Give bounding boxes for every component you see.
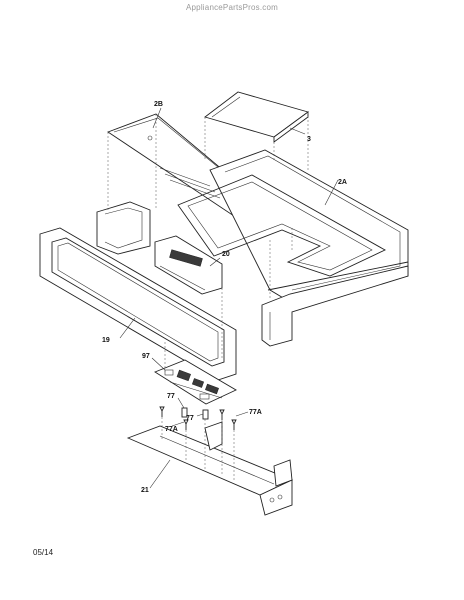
callout-77a-left: 77A — [165, 426, 178, 433]
alignment-lines — [107, 112, 309, 480]
callout-21: 21 — [141, 487, 149, 494]
part-21-bottom-bracket — [126, 421, 294, 516]
part-20-control-board — [154, 235, 223, 295]
callout-19: 19 — [102, 337, 110, 344]
part-77-standoffs — [181, 407, 209, 420]
part-3-cover-panel — [204, 91, 310, 143]
leader-lines — [119, 107, 339, 489]
part-19-front-trim — [39, 227, 237, 381]
part-97-circuit-board — [154, 359, 237, 405]
side-bracket — [96, 201, 151, 255]
footer-code: 05/14 — [33, 548, 54, 557]
callout-3: 3 — [307, 136, 311, 143]
callout-20: 20 — [222, 251, 230, 258]
callout-77-second: 77 — [186, 415, 194, 422]
callout-2a: 2A — [338, 179, 347, 186]
callout-77: 77 — [167, 393, 175, 400]
callout-97: 97 — [142, 353, 150, 360]
part-2a-housing-frame — [177, 149, 409, 347]
part-77a-screws — [159, 406, 237, 430]
callout-77a-right: 77A — [249, 409, 262, 416]
callout-2b: 2B — [154, 101, 163, 108]
watermark: AppliancePartsPros.com — [186, 3, 278, 12]
